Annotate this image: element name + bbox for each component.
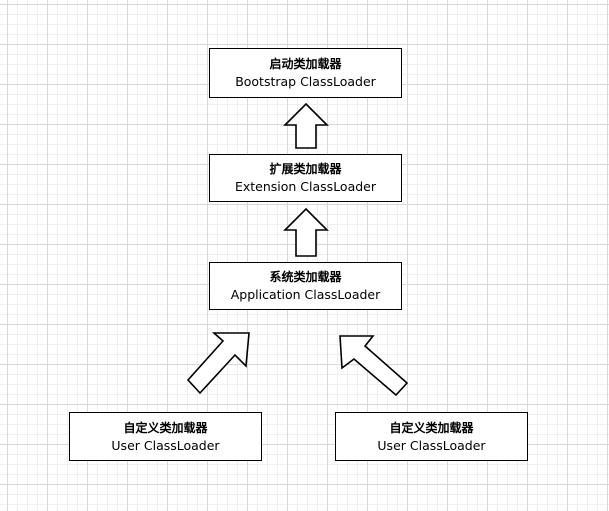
user-classloader-left-box: 自定义类加载器 User ClassLoader bbox=[69, 412, 262, 461]
extension-classloader-box: 扩展类加载器 Extension ClassLoader bbox=[209, 154, 402, 202]
hollow-arrow-diagonal-icon bbox=[186, 332, 250, 395]
hollow-arrow-diagonal-icon bbox=[339, 335, 409, 397]
bootstrap-title-en: Bootstrap ClassLoader bbox=[235, 74, 376, 89]
user-left-title-zh: 自定义类加载器 bbox=[123, 420, 208, 435]
user-right-title-en: User ClassLoader bbox=[377, 437, 486, 453]
extension-title-zh: 扩展类加载器 bbox=[269, 162, 342, 176]
application-classloader-box: 系统类加载器 Application ClassLoader bbox=[209, 262, 402, 310]
extension-title-en: Extension ClassLoader bbox=[234, 179, 377, 194]
hollow-arrow-up-icon bbox=[283, 102, 329, 149]
application-title-en: Application ClassLoader bbox=[230, 287, 381, 302]
bootstrap-classloader-box: 启动类加载器 Bootstrap ClassLoader bbox=[209, 48, 402, 98]
bootstrap-title-zh: 启动类加载器 bbox=[269, 57, 342, 71]
user-classloader-right-box: 自定义类加载器 User ClassLoader bbox=[335, 412, 528, 461]
user-right-title-zh: 自定义类加载器 bbox=[389, 420, 474, 435]
user-left-title-en: User ClassLoader bbox=[111, 437, 220, 453]
application-title-zh: 系统类加载器 bbox=[269, 270, 342, 284]
hollow-arrow-up-icon bbox=[283, 207, 329, 257]
